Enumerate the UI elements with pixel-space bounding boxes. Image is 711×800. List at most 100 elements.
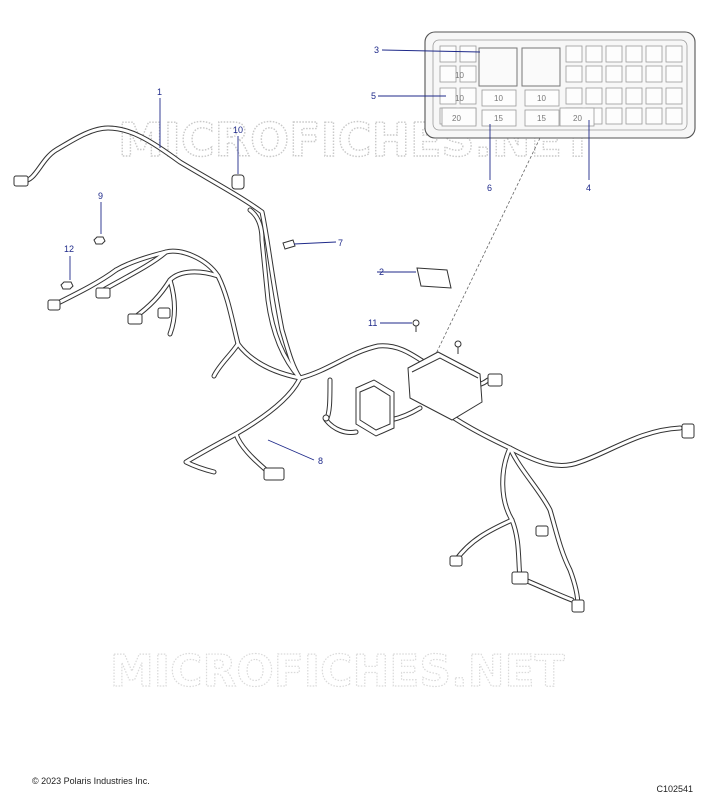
harness-wire-fill [20, 126, 302, 380]
fuse-slot [645, 65, 663, 83]
fuse-slot-wide [481, 89, 517, 107]
harness-parts [13, 174, 695, 613]
relay-left [478, 47, 518, 87]
harness-wire [453, 517, 515, 563]
grommet [322, 414, 330, 422]
connector-lower [571, 599, 585, 613]
connector-left-cluster [95, 287, 111, 299]
fuse-slot [665, 65, 683, 83]
fuse-label: 20 [573, 114, 582, 123]
fuse-slot [625, 45, 643, 63]
connector-lower [535, 525, 549, 537]
harness-wire [183, 375, 303, 475]
clip-part-10 [231, 174, 245, 190]
label-tag-part-2 [416, 267, 452, 289]
harness-wire-fill [212, 342, 240, 378]
callout-4: 4 [586, 183, 591, 193]
watermark-bottom: MICROFICHES.NET [110, 646, 565, 697]
harness-wire-fill [168, 278, 176, 336]
callout-1: 1 [157, 87, 162, 97]
bolt-near-box [454, 340, 462, 348]
callout-8: 8 [318, 456, 323, 466]
fuse-slot [605, 107, 623, 125]
fuse-slot [625, 107, 643, 125]
fuse-slot [459, 87, 477, 105]
connector-lower [511, 571, 529, 585]
fuse-slot-maxi [441, 107, 477, 127]
connector-lower [449, 555, 463, 567]
fuse-label: 10 [537, 94, 546, 103]
harness-wire-fill [508, 446, 580, 608]
harness-wire-fill [184, 376, 302, 474]
fuse-slot [665, 107, 683, 125]
fuse-slot [585, 87, 603, 105]
harness-wire-fill [298, 344, 432, 380]
connector-right-upper [487, 373, 503, 387]
callout-10: 10 [233, 125, 243, 135]
callout-3: 3 [374, 45, 379, 55]
fuse-slot [605, 65, 623, 83]
fuse-label: 10 [455, 71, 464, 80]
fuse-slot [585, 65, 603, 83]
callout-numbers: 1 2 3 4 5 6 7 8 9 10 11 12 [64, 45, 591, 466]
leader-lines [69, 49, 590, 461]
fuse-slot [665, 45, 683, 63]
fuse-box-detail: 10 10 10 10 20 15 15 20 [424, 31, 696, 139]
fuse-slot [565, 45, 583, 63]
nut-part-9 [93, 236, 106, 245]
connector-right-end [681, 423, 695, 439]
callout-5: 5 [371, 91, 376, 101]
fuse-slot-maxi [559, 107, 595, 127]
fastener-part-7 [282, 239, 296, 250]
copyright-text: © 2023 Polaris Industries Inc. [32, 776, 150, 786]
fuse-label: 10 [494, 94, 503, 103]
fuse-slot [645, 107, 663, 125]
harness-fuse-box [407, 351, 483, 421]
connector-left-cluster [157, 307, 171, 319]
fuse-label: 10 [455, 94, 464, 103]
callout-7: 7 [338, 238, 343, 248]
fuse-slot [585, 45, 603, 63]
callout-2: 2 [379, 267, 384, 277]
fuse-slot [625, 65, 643, 83]
harness-wire-fill [324, 378, 358, 434]
nut-part-12 [60, 281, 74, 290]
ecu-connector [355, 379, 395, 437]
callout-9: 9 [98, 191, 103, 201]
fuse-label: 15 [494, 114, 503, 123]
fuse-slot [459, 45, 477, 63]
harness-wire-fill [248, 208, 302, 380]
fuse-slot [565, 65, 583, 83]
callout-11: 11 [368, 318, 377, 328]
fuse-slot-wide [524, 89, 560, 107]
connector-left-cluster [47, 299, 61, 311]
fuse-slot [605, 45, 623, 63]
fuse-slot [439, 65, 457, 83]
detail-link-line [431, 137, 541, 363]
fuse-label: 20 [452, 114, 461, 123]
callout-12: 12 [64, 244, 74, 254]
relay-right [521, 47, 561, 87]
fuse-label: 15 [537, 114, 546, 123]
fuse-slot [459, 65, 477, 83]
fuse-slot [439, 45, 457, 63]
harness-wires [19, 125, 683, 609]
connector-left-cluster [127, 313, 143, 325]
fuse-slot [665, 87, 683, 105]
fuse-grid [439, 45, 683, 127]
fuse-slot [625, 87, 643, 105]
harness-wire-fill [501, 446, 522, 580]
fuse-slot-wide [481, 109, 517, 127]
fuse-slot-wide [524, 109, 560, 127]
connector-part-8 [263, 467, 285, 481]
fuse-slot [605, 87, 623, 105]
harness-wire-fill [454, 518, 514, 562]
fuse-slot [565, 87, 583, 105]
fuse-slot [645, 45, 663, 63]
fuse-slot [645, 87, 663, 105]
harness-wire-fill [428, 398, 682, 467]
connector-left-end [13, 175, 29, 187]
harness-wire-fill [234, 432, 268, 472]
bolt-part-11 [412, 319, 420, 327]
